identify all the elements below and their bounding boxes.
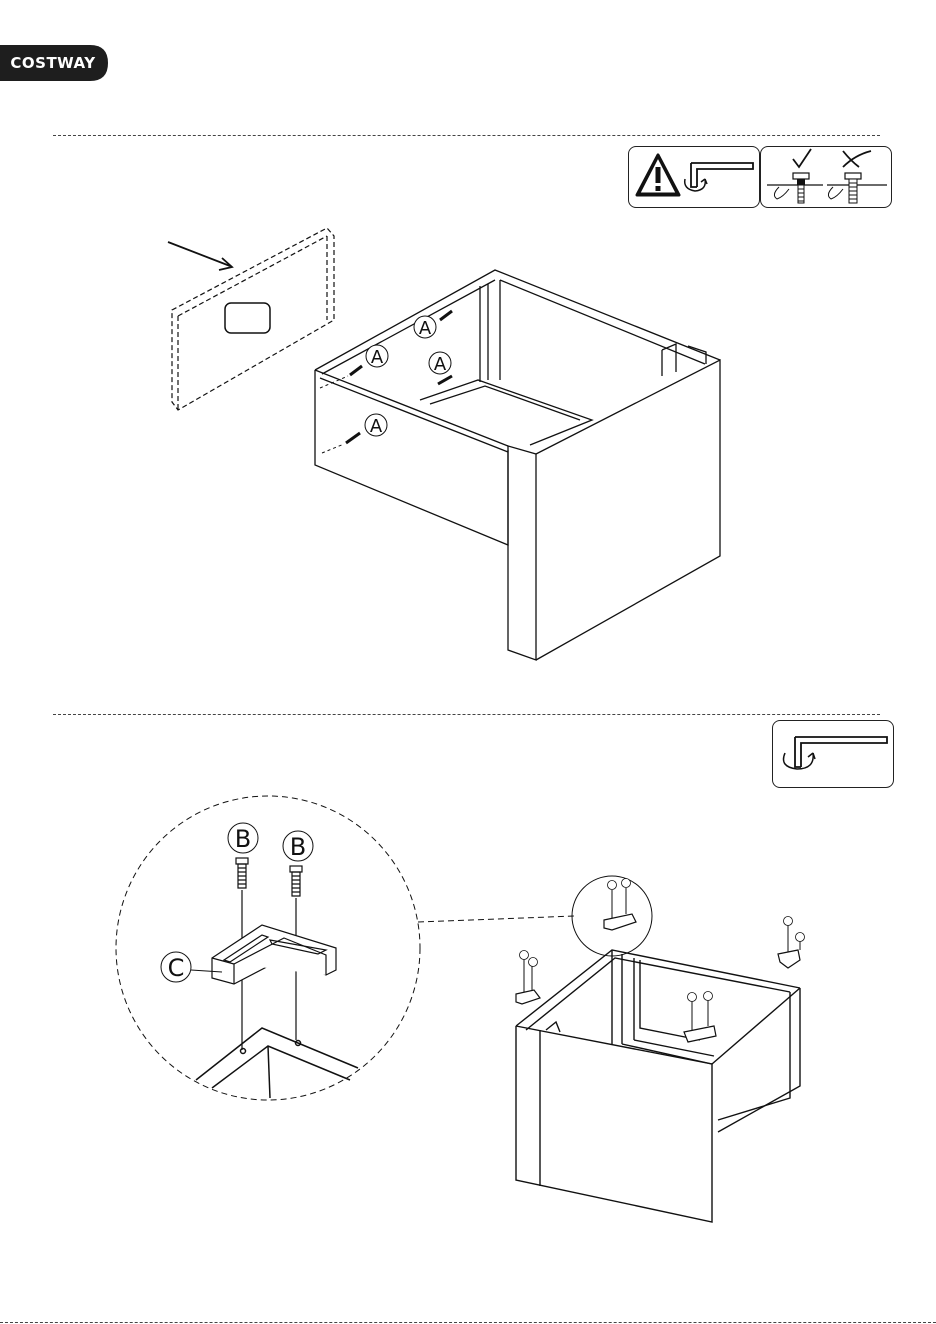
cabinet-frame-step2	[516, 950, 800, 1222]
allen-key-icon	[681, 155, 755, 195]
bracket-c-label: C	[168, 954, 185, 982]
corner-screws	[524, 888, 800, 1030]
correct-screw-icon	[765, 147, 825, 207]
direction-arrow-icon	[168, 242, 232, 270]
back-panel-outline	[172, 228, 334, 410]
screw-a-label: A	[419, 318, 432, 339]
step2-divider	[53, 714, 880, 715]
wrong-screw-icon	[825, 147, 889, 207]
screw-a-label: A	[434, 354, 447, 375]
page-bottom-line	[0, 1322, 936, 1323]
screw-b-label: B	[235, 825, 251, 853]
screw-tightening-badge	[760, 146, 892, 208]
detail-cabinet-corner	[196, 1028, 358, 1098]
step2-assembly-illustration: B B C	[0, 790, 936, 1230]
cabinet-frame	[315, 270, 720, 660]
corner-screw-labels	[520, 879, 805, 1002]
screw-a-label: A	[371, 347, 384, 368]
screw-a-label: A	[370, 416, 383, 437]
tool-warning-badge	[628, 146, 760, 208]
step1-assembly-illustration: A A A A	[0, 210, 936, 790]
corner-brackets	[516, 914, 800, 1042]
warning-icon	[633, 151, 683, 201]
tool-badge	[772, 720, 894, 788]
allen-key-icon	[775, 723, 891, 785]
detail-zoom-circle	[116, 796, 652, 1100]
screw-b-label: B	[290, 833, 306, 861]
detail-bracket	[212, 925, 336, 984]
step1-divider	[53, 135, 880, 136]
brand-name: COSTWAY	[0, 45, 106, 81]
